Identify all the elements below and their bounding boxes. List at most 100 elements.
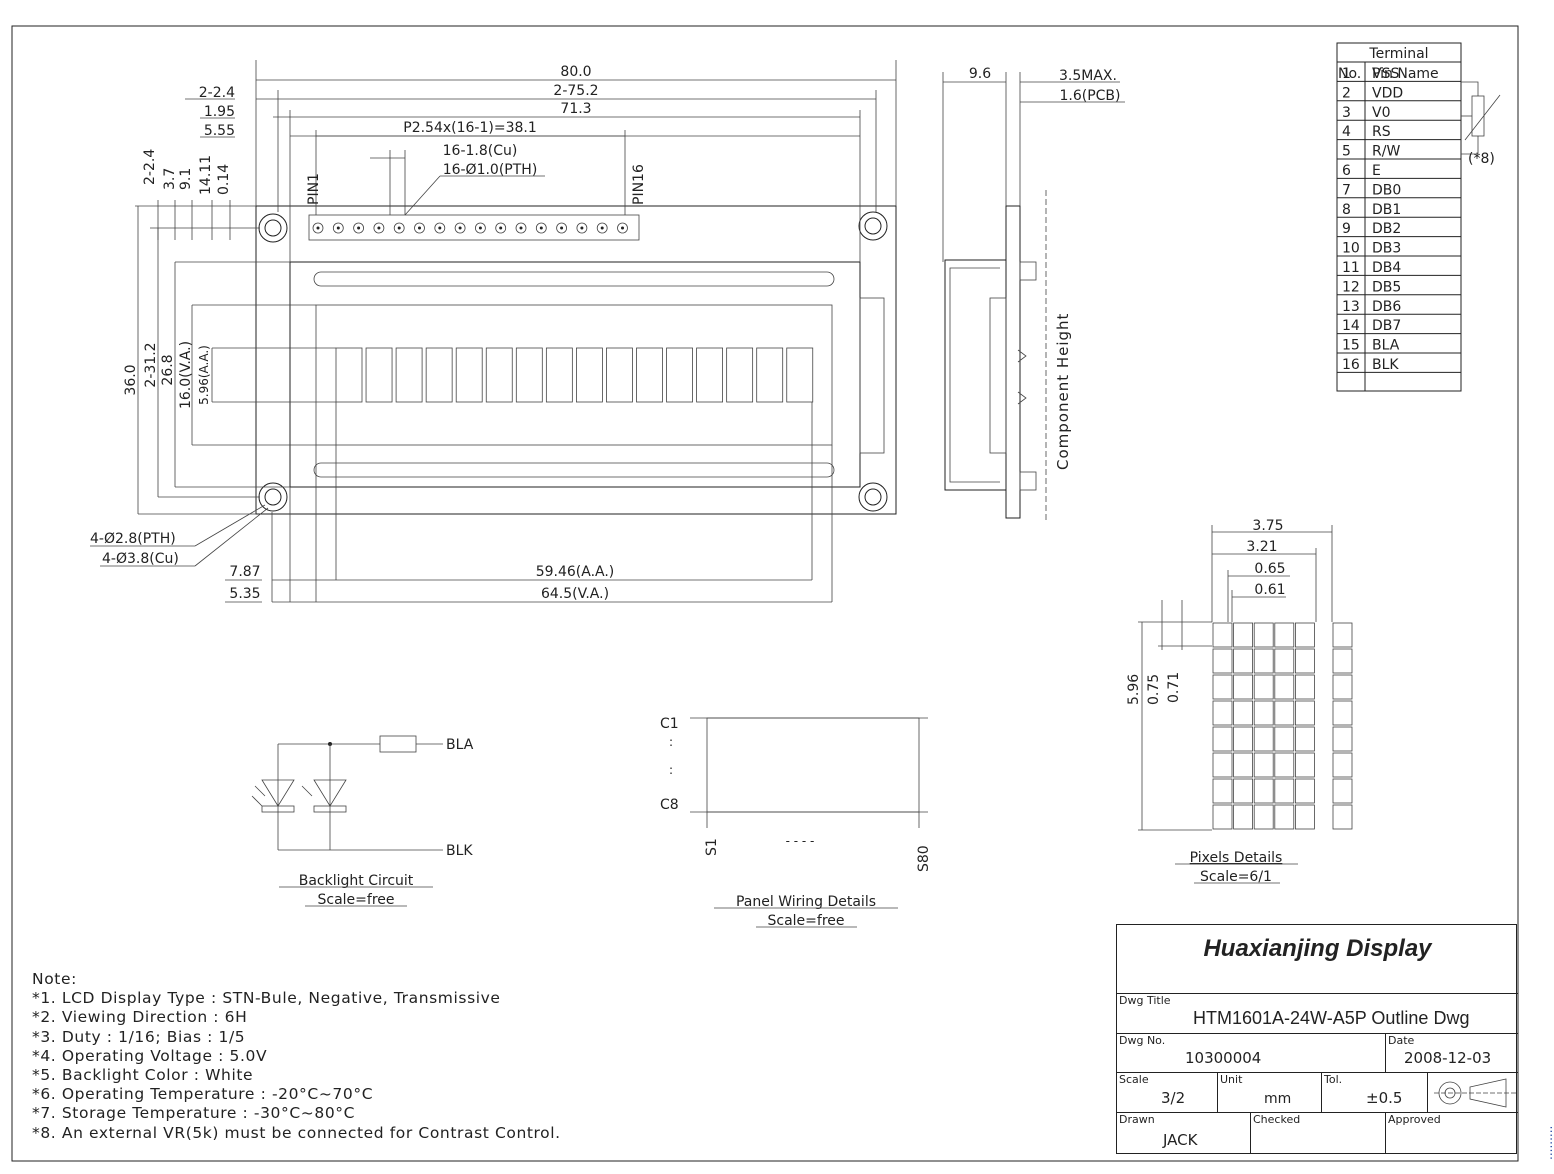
approved-label: Approved <box>1388 1113 1441 1126</box>
drawn-value: JACK <box>1163 1131 1198 1149</box>
svg-text:0.65: 0.65 <box>1254 561 1285 577</box>
drawn-cell: Drawn JACK <box>1117 1112 1250 1154</box>
char-cell <box>606 347 633 403</box>
pixel <box>1274 622 1295 648</box>
tol-label: Tol. <box>1324 1073 1343 1086</box>
dim-pad-pth: 16-Ø1.0(PTH) <box>443 162 538 178</box>
svg-text:14.11: 14.11 <box>198 155 214 195</box>
pixel <box>1233 752 1253 778</box>
pin-name: RS <box>1372 124 1391 140</box>
title-block: Huaxianjing Display Dwg Title HTM1601A-2… <box>1116 924 1518 1154</box>
pixel <box>1274 648 1295 674</box>
pixel <box>1332 778 1353 804</box>
pin-name: V0 <box>1372 105 1390 121</box>
scale-label: Scale <box>1119 1073 1149 1086</box>
pin-name: DB3 <box>1372 241 1401 257</box>
pixel <box>1295 622 1315 648</box>
pin-name: DB1 <box>1372 202 1401 218</box>
char-cell <box>726 347 754 403</box>
pixel <box>1212 674 1233 700</box>
pin16-label: PIN16 <box>631 164 647 205</box>
note-line: *6. Operating Temperature : -20°C~70°C <box>32 1085 374 1104</box>
c8-label: C8 <box>660 797 679 813</box>
pin-no: 13 <box>1342 299 1360 315</box>
pin-no: 1 <box>1342 66 1351 82</box>
pin-pad <box>474 222 486 234</box>
scale-cell: Scale 3/2 <box>1117 1072 1217 1112</box>
char-cell <box>666 347 693 403</box>
pin-no: 7 <box>1342 182 1351 198</box>
svg-text::: : <box>669 735 673 749</box>
pixel <box>1253 804 1274 830</box>
dim-pad-cu: 16-1.8(Cu) <box>443 143 518 159</box>
pixel <box>1212 804 1233 830</box>
pixel <box>1253 648 1274 674</box>
pin-name: DB4 <box>1372 260 1401 276</box>
pin-name: DB7 <box>1372 318 1401 334</box>
pixel <box>1253 752 1274 778</box>
pin-name: VDD <box>1372 85 1403 101</box>
pixel <box>1295 648 1315 674</box>
pin-name: BLK <box>1372 357 1399 373</box>
char-cell <box>335 347 363 403</box>
pin-pad <box>312 222 324 234</box>
dwg-title-value: HTM1601A-24W-A5P Outline Dwg <box>1193 1008 1470 1028</box>
dim-3-5max: 3.5MAX. <box>1059 68 1117 84</box>
pixel <box>1274 804 1295 830</box>
projection-symbol-icon <box>1434 1078 1516 1108</box>
backlight-caption: Backlight Circuit <box>299 873 414 889</box>
pixels-caption: Pixels Details <box>1190 850 1283 866</box>
pin-pad <box>373 222 385 234</box>
viewing-area <box>315 304 833 446</box>
pixel <box>1274 700 1295 726</box>
company-name: Huaxianjing Display <box>1203 935 1432 962</box>
char-cell <box>636 347 663 403</box>
pin-pad <box>434 222 446 234</box>
notes-block: Note:*1. LCD Display Type : STN-Bule, Ne… <box>32 970 561 1143</box>
notes-title: Note: <box>32 970 77 988</box>
svg-text:5.96: 5.96 <box>1126 674 1142 705</box>
panel-caption: Panel Wiring Details <box>736 894 876 910</box>
date-value: 2008-12-03 <box>1404 1049 1492 1067</box>
projection-symbol <box>1427 1072 1518 1112</box>
svg-text:16.0(V.A.): 16.0(V.A.) <box>178 341 194 409</box>
pixel <box>1212 622 1233 648</box>
pixel <box>1233 804 1253 830</box>
pixel <box>1212 752 1233 778</box>
note-line: *4. Operating Voltage : 5.0V <box>32 1046 268 1065</box>
svg-text:3.75: 3.75 <box>1252 518 1283 534</box>
dim-pitch: P2.54x(16-1)=38.1 <box>403 120 537 136</box>
pin-no: 15 <box>1342 338 1360 354</box>
panel-dots: - - - - <box>786 834 815 848</box>
tol-cell: Tol. ±0.5 <box>1321 1072 1427 1112</box>
svg-text:26.8: 26.8 <box>160 354 176 385</box>
left-vertical-dims: 36.0 2-31.2 26.8 16.0(V.A.) 5.96(A.A.) <box>123 206 336 515</box>
pixel <box>1295 804 1315 830</box>
char-cell <box>696 347 723 403</box>
svg-text::: : <box>669 763 673 777</box>
dwg-no-value: 10300004 <box>1185 1049 1262 1067</box>
c1-label: C1 <box>660 716 679 732</box>
approved-cell: Approved <box>1385 1112 1518 1154</box>
pixel <box>1295 726 1315 752</box>
dwg-title-label: Dwg Title <box>1119 994 1171 1007</box>
pixel <box>1295 752 1315 778</box>
hole-pth-label: 4-Ø2.8(PTH) <box>90 531 176 547</box>
char-cell <box>756 347 784 403</box>
pin-no: 4 <box>1342 124 1351 140</box>
panel-wiring: C1 C8 : : S1 S80 - - - - Panel Wiring De… <box>660 716 932 929</box>
pixel <box>1253 778 1274 804</box>
dim-1-6pcb: 1.6(PCB) <box>1059 88 1120 104</box>
pin-pad <box>617 222 628 234</box>
char-cell <box>485 347 513 403</box>
pin-pad <box>596 222 608 234</box>
drawn-label: Drawn <box>1119 1113 1155 1126</box>
dim-71-3: 71.3 <box>560 101 591 117</box>
svg-text:0.75: 0.75 <box>1146 674 1162 705</box>
pin-pad <box>576 222 588 234</box>
vr-note: (*8) <box>1468 151 1495 167</box>
checked-label: Checked <box>1253 1113 1301 1126</box>
s1-label: S1 <box>704 838 720 856</box>
scale-value: 3/2 <box>1161 1089 1186 1107</box>
